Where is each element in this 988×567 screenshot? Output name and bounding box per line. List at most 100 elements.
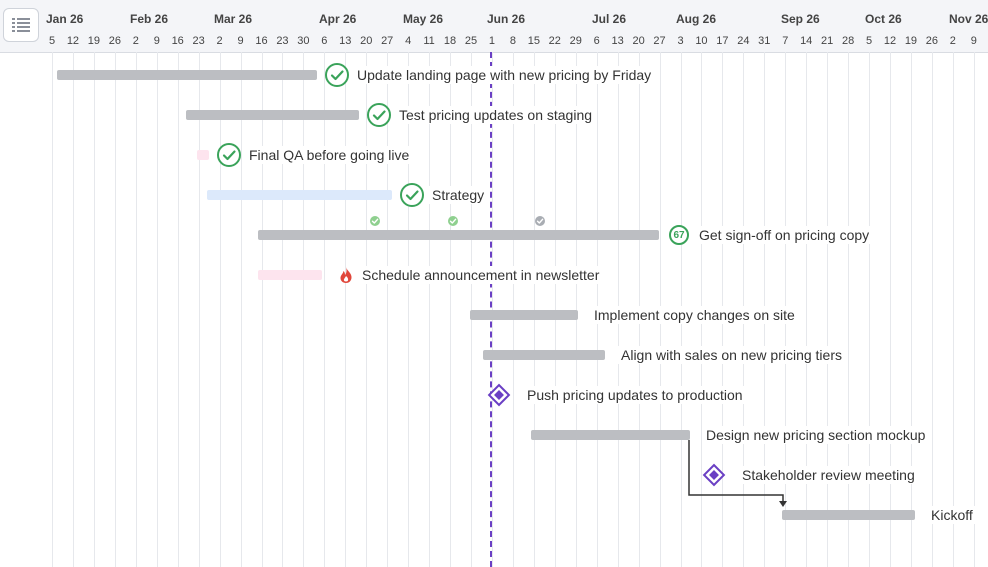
week-label: 2 (949, 35, 956, 47)
week-gridline (199, 52, 200, 567)
week-gridline (366, 52, 367, 567)
task-label[interactable]: Strategy (428, 186, 489, 204)
task-bar[interactable] (782, 510, 915, 520)
check-circle-icon (325, 63, 349, 87)
task-label[interactable]: Schedule announcement in newsletter (358, 266, 604, 284)
week-label: 17 (716, 35, 729, 47)
subtask-done-icon[interactable] (447, 215, 459, 227)
week-gridline (408, 52, 409, 567)
week-gridline (303, 52, 304, 567)
task-bar[interactable] (470, 310, 578, 320)
menu-button[interactable] (3, 8, 39, 42)
month-label: Jul 26 (592, 12, 627, 26)
week-label: 12 (883, 35, 897, 47)
week-gridline (869, 52, 870, 567)
task-label[interactable]: Kickoff (927, 506, 977, 524)
week-label: 1 (488, 35, 495, 47)
week-label: 10 (695, 35, 708, 47)
week-label: 6 (321, 35, 328, 47)
week-gridline (136, 52, 137, 567)
week-label: 6 (593, 35, 600, 47)
subtask-pending-icon[interactable] (534, 215, 546, 227)
task-label[interactable]: Align with sales on new pricing tiers (617, 346, 846, 364)
week-gridline (555, 52, 556, 567)
progress-badge: 67 (669, 225, 689, 245)
task-label[interactable]: Stakeholder review meeting (738, 466, 919, 484)
task-bar[interactable] (207, 190, 392, 200)
task-label[interactable]: Design new pricing section mockup (702, 426, 930, 444)
week-gridline (492, 52, 493, 567)
week-gridline (848, 52, 849, 567)
week-label: 12 (66, 35, 80, 47)
week-label: 2 (132, 35, 139, 47)
week-label: 22 (548, 35, 561, 47)
week-gridline (471, 52, 472, 567)
week-label: 3 (677, 35, 684, 47)
week-gridline (73, 52, 74, 567)
week-label: 15 (527, 35, 540, 47)
month-label: Nov 26 (949, 12, 988, 26)
week-label: 16 (171, 35, 184, 47)
week-label: 13 (611, 35, 624, 47)
week-gridline (806, 52, 807, 567)
week-label: 31 (758, 35, 771, 47)
month-label: Apr 26 (319, 12, 357, 26)
subtask-done-icon[interactable] (369, 215, 381, 227)
week-gridline (513, 52, 514, 567)
week-gridline (429, 52, 430, 567)
task-bar[interactable] (57, 70, 317, 80)
diamond-icon[interactable] (487, 383, 511, 407)
week-label: 24 (737, 35, 750, 47)
week-label: 5 (48, 35, 56, 47)
week-label: 9 (970, 35, 977, 47)
task-bar[interactable] (258, 230, 659, 240)
month-label: Sep 26 (781, 12, 820, 26)
task-bar[interactable] (186, 110, 359, 120)
task-bar[interactable] (531, 430, 690, 440)
week-gridline (262, 52, 263, 567)
timeline-header (0, 0, 988, 53)
week-gridline (345, 52, 346, 567)
week-label: 9 (237, 35, 244, 47)
check-circle-icon (367, 103, 391, 127)
week-gridline (94, 52, 95, 567)
week-label: 11 (423, 35, 435, 47)
task-label[interactable]: Push pricing updates to production (523, 386, 747, 404)
week-label: 27 (653, 35, 666, 47)
fire-icon (340, 267, 352, 283)
check-circle-icon (217, 143, 241, 167)
week-label: 14 (800, 35, 813, 47)
week-gridline (911, 52, 912, 567)
task-label[interactable]: Test pricing updates on staging (395, 106, 597, 124)
check-circle-icon (400, 183, 424, 207)
week-label: 13 (339, 35, 352, 47)
week-gridline (827, 52, 828, 567)
today-line (490, 52, 492, 567)
month-label: Jun 26 (487, 12, 526, 26)
task-bar[interactable] (258, 270, 322, 280)
week-label: 27 (381, 35, 394, 47)
week-label: 4 (405, 35, 412, 47)
task-bar[interactable] (483, 350, 605, 360)
week-gridline (534, 52, 535, 567)
week-label: 30 (297, 35, 310, 47)
month-label: Mar 26 (214, 12, 253, 26)
week-label: 7 (782, 35, 789, 47)
task-label[interactable]: Implement copy changes on site (590, 306, 799, 324)
week-label: 25 (464, 35, 478, 47)
week-gridline (387, 52, 388, 567)
task-label[interactable]: Final QA before going live (245, 146, 414, 164)
month-label: Oct 26 (865, 12, 902, 26)
week-label: 20 (360, 35, 373, 47)
week-label: 8 (509, 35, 516, 47)
task-label[interactable]: Update landing page with new pricing by … (353, 66, 656, 84)
task-label[interactable]: Get sign-off on pricing copy (695, 226, 874, 244)
month-label: Aug 26 (676, 12, 717, 26)
week-gridline (890, 52, 891, 567)
week-gridline (52, 52, 53, 567)
task-bar[interactable] (197, 150, 209, 160)
week-label: 23 (192, 35, 205, 47)
month-label: Jan 26 (46, 12, 84, 26)
week-gridline (932, 52, 933, 567)
diamond-icon[interactable] (702, 463, 726, 487)
